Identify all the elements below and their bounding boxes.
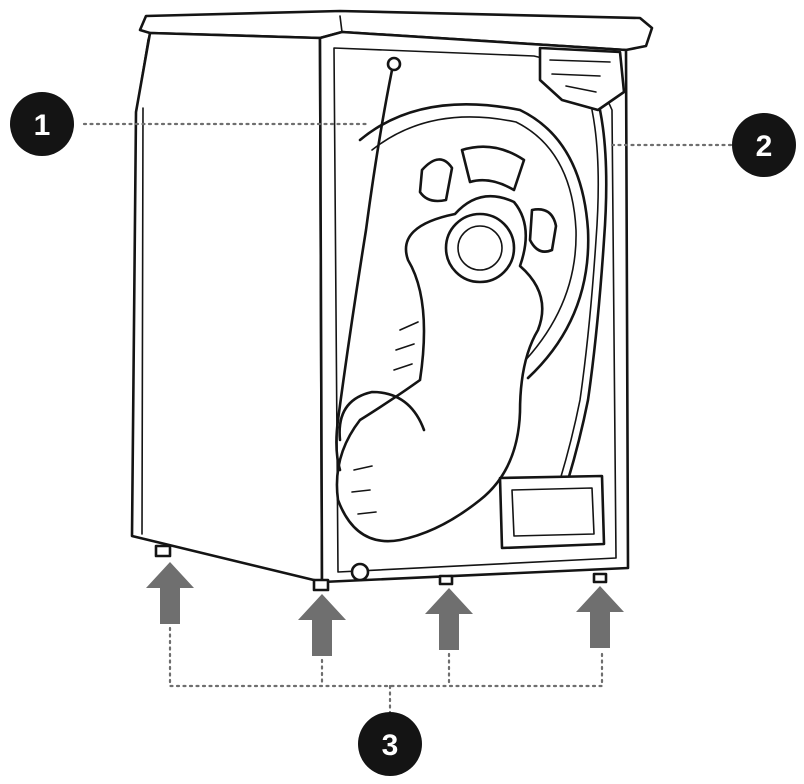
blower-duct-assembly [335,102,590,582]
foot-2 [312,578,330,592]
foot-4 [592,572,608,584]
callout-2-badge [732,113,796,177]
lower-mount [350,562,370,582]
duct-body [335,194,544,543]
up-arrow-2 [298,594,346,656]
up-arrow-3 [425,588,473,650]
callout-3: 3 [358,712,422,776]
callout-3-badge [358,712,422,776]
leader-3-bracket [168,626,604,718]
filter-box [498,474,606,550]
vent-slot-right [528,208,558,253]
callout-3-label: 3 [382,729,399,762]
cabinet-side-panel [130,31,324,584]
up-arrow-1 [146,562,194,624]
inlet-hose-path [566,108,608,482]
cabinet-side-edge [135,39,149,535]
callout-2: 2 [732,113,796,177]
foot-1 [154,544,172,558]
drum-arc [358,102,590,380]
water-inlet-hose [498,46,626,550]
leveling-feet [154,544,608,592]
power-cord-line [335,56,402,472]
cord-grommet [386,56,402,72]
inlet-hose-path-inner [559,109,600,481]
drum-arc-inner [371,116,577,367]
inlet-valve-bracket [538,46,626,112]
inlet-valve-details [549,59,611,93]
up-arrow-4 [576,586,624,648]
leader-lines [82,122,734,718]
blower-hub-inner [457,225,503,271]
filter-box-inner [511,487,595,537]
callout-2-label: 2 [756,130,773,163]
duct-ribs [351,321,419,515]
callout-1-label: 1 [34,109,51,142]
arrow-group [146,562,624,656]
foot-3 [438,574,454,586]
blower-hub [444,212,516,284]
callout-1-badge [10,92,74,156]
vent-slot-top [460,145,526,192]
cord-path [335,68,394,472]
vent-slot-left [418,158,454,203]
exhaust-hood [338,390,426,442]
callout-1: 1 [10,92,74,156]
